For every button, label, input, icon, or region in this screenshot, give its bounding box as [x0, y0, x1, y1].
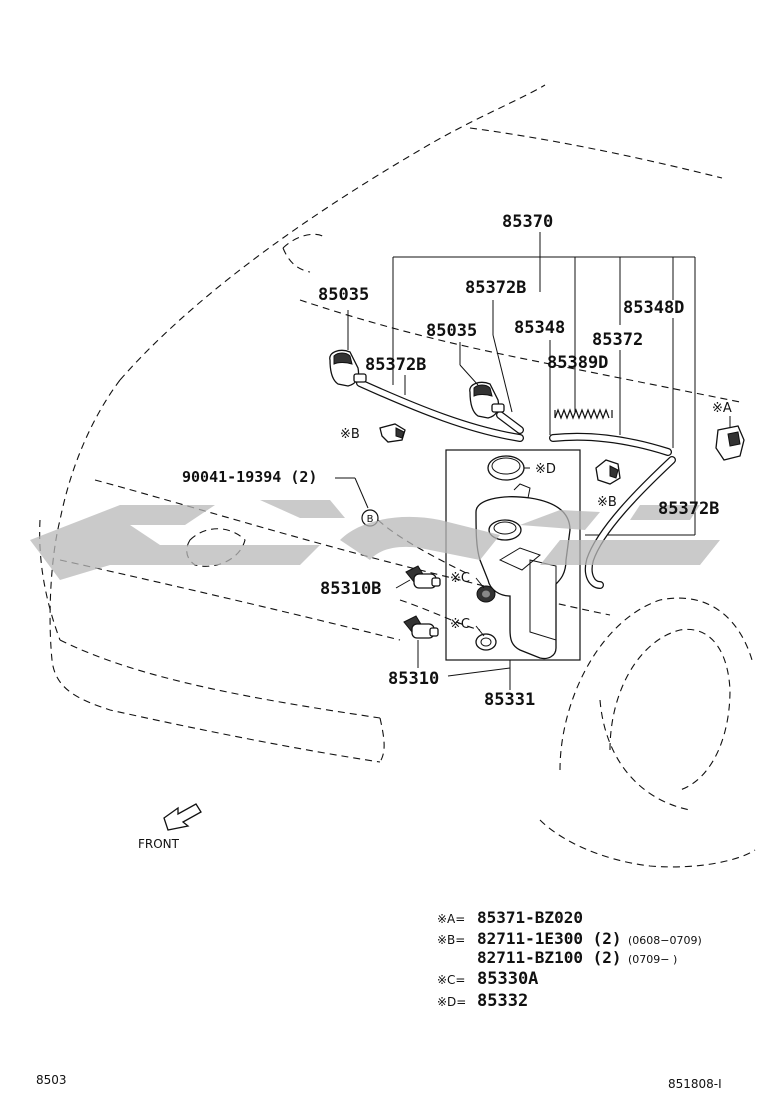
- part-labels: 85370 85035 85372B 85035 85348 85372 853…: [138, 212, 732, 851]
- label-85035-a: 85035: [318, 285, 369, 305]
- footer-right-code: 851808-I: [668, 1077, 722, 1091]
- svg-text:B: B: [367, 514, 374, 525]
- svg-text:※C=: ※C=: [437, 973, 466, 987]
- label-mark-b-left: ※B: [340, 427, 360, 442]
- svg-text:※B=: ※B=: [437, 933, 465, 947]
- label-85331: 85331: [484, 690, 535, 710]
- label-85372b-top: 85372B: [465, 278, 526, 298]
- tank-box: [445, 449, 581, 661]
- legend-row: ※B= 82711-1E300 (2) (0608−0709): [437, 929, 702, 948]
- svg-text:85371-BZ020: 85371-BZ020: [477, 908, 583, 927]
- footer-left-code: 8503: [36, 1073, 67, 1087]
- leader-lines: [335, 300, 530, 690]
- label-85310b: 85310B: [320, 579, 381, 599]
- label-mark-a: ※A: [712, 401, 732, 416]
- label-85370: 85370: [502, 212, 553, 232]
- svg-text:※D=: ※D=: [437, 995, 466, 1009]
- svg-text:※A=: ※A=: [437, 912, 465, 926]
- spring-85389d: [554, 408, 613, 420]
- label-85348d: 85348D: [623, 298, 684, 318]
- legend: ※A= 85371-BZ020 ※B= 82711-1E300 (2) (060…: [437, 908, 702, 1011]
- label-85372: 85372: [592, 330, 643, 350]
- legend-row: ※D= 85332: [437, 991, 528, 1011]
- svg-text:85330A: 85330A: [477, 969, 538, 989]
- label-mark-c-upper: ※C: [450, 571, 470, 586]
- svg-text:82711-1E300 (2): 82711-1E300 (2): [477, 929, 622, 948]
- legend-row: 82711-BZ100 (2) (0709− ): [477, 948, 677, 967]
- svg-text:(0608−0709): (0608−0709): [628, 934, 702, 947]
- svg-text:(0709− ): (0709− ): [628, 953, 677, 966]
- label-85389d: 85389D: [547, 353, 608, 373]
- footer: 8503 851808-I: [36, 1073, 722, 1091]
- label-mark-c-lower: ※C: [450, 617, 470, 632]
- label-front: FRONT: [138, 837, 180, 851]
- legend-row: ※C= 85330A: [437, 969, 538, 989]
- label-85372b-left: 85372B: [365, 355, 426, 375]
- watermark-logo: [30, 500, 720, 580]
- connector-a: [715, 416, 745, 461]
- clip-b-left: [379, 423, 406, 443]
- nozzle-85035-left: [329, 349, 367, 387]
- label-90041: 90041-19394 (2): [182, 468, 317, 486]
- bracket-85370: [392, 232, 696, 536]
- svg-text:85332: 85332: [477, 991, 528, 1011]
- pump-85310: [403, 615, 439, 639]
- label-mark-b-right: ※B: [597, 495, 617, 510]
- label-mark-d: ※D: [535, 462, 556, 477]
- front-arrow-icon: [163, 803, 202, 831]
- label-85348: 85348: [514, 318, 565, 338]
- svg-text:82711-BZ100 (2): 82711-BZ100 (2): [477, 948, 622, 967]
- pump-85310b: [405, 565, 441, 589]
- label-85310: 85310: [388, 669, 439, 689]
- clip-b-right: [595, 459, 621, 485]
- vehicle-outline: [39, 84, 756, 868]
- legend-row: ※A= 85371-BZ020: [437, 908, 583, 927]
- label-85372b-right: 85372B: [658, 499, 719, 519]
- label-85035-b: 85035: [426, 321, 477, 341]
